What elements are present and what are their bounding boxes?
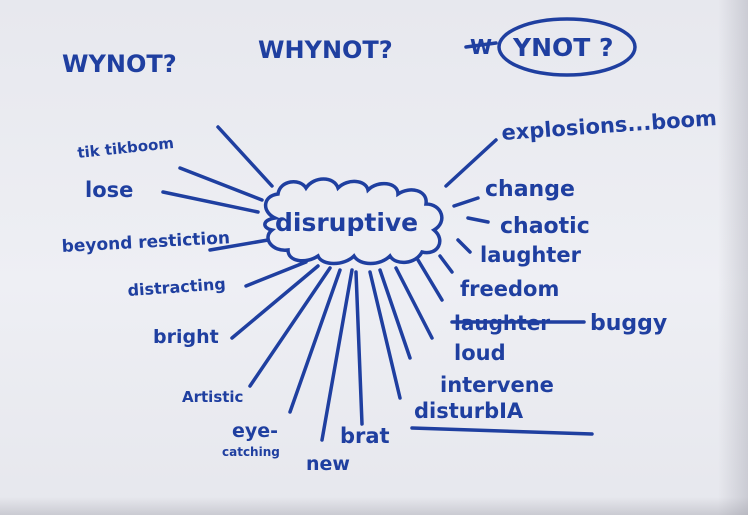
underline	[410, 426, 594, 436]
word-bright: bright	[153, 326, 219, 348]
bottom-shadow	[0, 497, 748, 515]
spoke-line	[416, 258, 444, 302]
spoke-line	[230, 264, 320, 340]
word-lose: lose	[85, 178, 133, 202]
spoke-line	[248, 266, 332, 388]
word-loud: loud	[454, 341, 506, 365]
spoke-line	[244, 260, 308, 288]
strike-through-line	[464, 41, 498, 49]
word-disturbia: disturbIA	[414, 399, 524, 423]
spoke-line	[394, 266, 434, 340]
word-distracting: distracting	[127, 274, 226, 300]
spoke-line	[320, 268, 354, 442]
word-brat: brat	[340, 424, 390, 448]
word-new: new	[306, 453, 350, 475]
header-word-ynot: YNOT ?	[512, 33, 614, 62]
word-explosions-boom: explosions...boom	[501, 106, 718, 145]
spoke-line	[466, 216, 490, 224]
word-intervene: intervene	[440, 373, 554, 397]
word-laughter: laughter	[480, 243, 582, 267]
word-beyond-restriction: beyond restiction	[61, 228, 230, 257]
cloud-outline	[263, 177, 444, 266]
word-freedom: freedom	[460, 277, 559, 301]
word-artistic: Artistic	[182, 388, 243, 406]
word-eye: eye-	[232, 420, 278, 442]
header-circle	[497, 17, 637, 77]
spoke-line	[354, 270, 364, 426]
edge-shadow	[718, 0, 748, 515]
center-word-disruptive: disruptive	[275, 208, 418, 237]
spoke-line	[452, 196, 480, 208]
spoke-line	[208, 238, 270, 252]
header-crossed-letter: W	[470, 35, 492, 59]
word-buggy: buggy	[590, 311, 667, 336]
word-chaotic: chaotic	[500, 214, 590, 239]
spoke-line	[216, 125, 274, 188]
spoke-line	[161, 190, 260, 214]
word-tiktikboom: tik tikboom	[77, 134, 175, 162]
word-catching: catching	[222, 445, 280, 459]
header-word-wynot: WYNOT?	[62, 50, 177, 78]
word-change: change	[485, 177, 575, 202]
header-word-whynot: WHYNOT?	[258, 36, 393, 64]
spoke-line	[368, 270, 402, 400]
spoke-line	[288, 268, 342, 414]
spoke-line	[438, 254, 454, 274]
spoke-line	[444, 138, 498, 188]
spoke-line	[178, 166, 264, 202]
spoke-line	[378, 268, 412, 360]
spoke-line	[456, 238, 472, 254]
